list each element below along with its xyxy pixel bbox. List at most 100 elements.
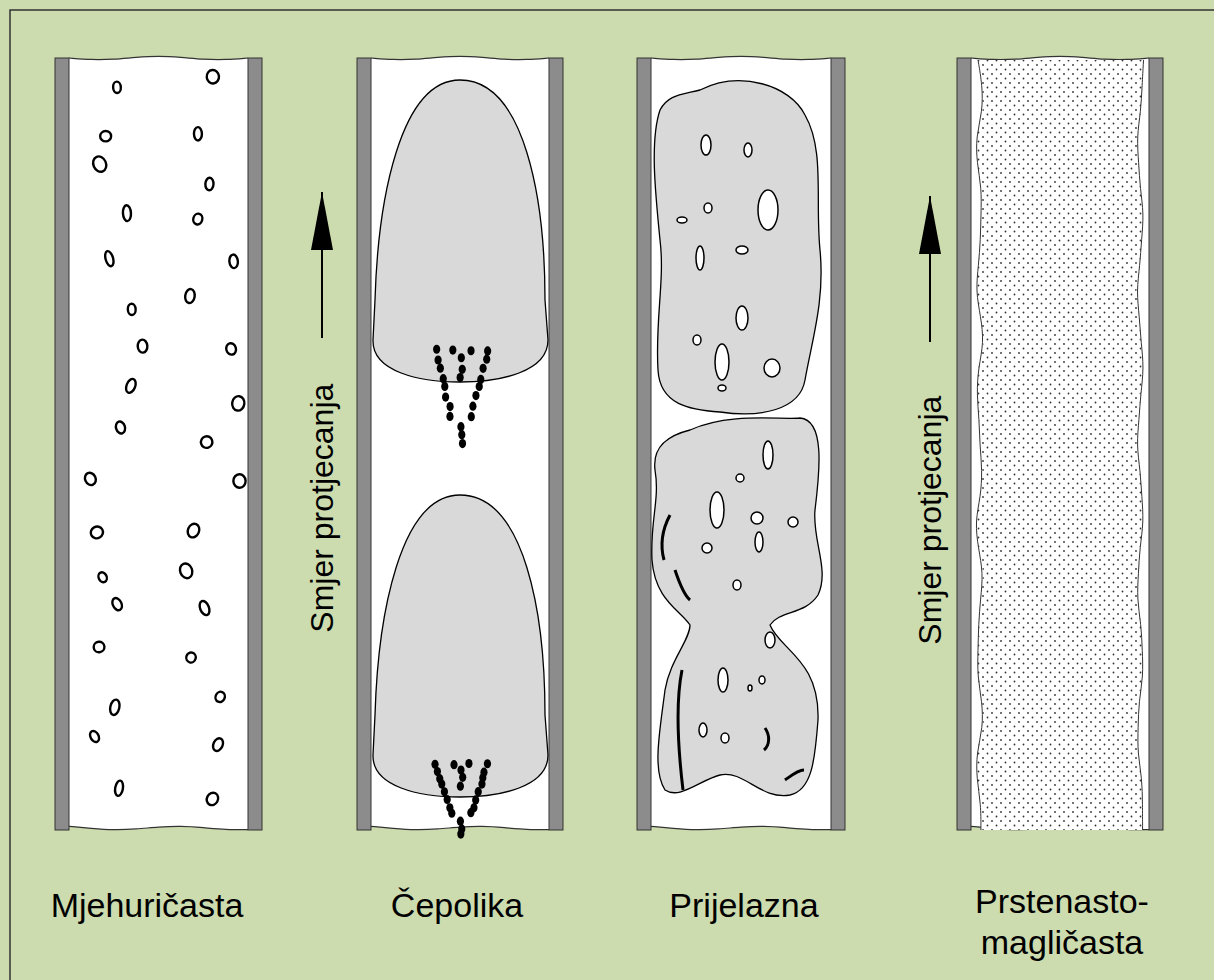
gas-bubble xyxy=(114,780,124,796)
wake-bubble xyxy=(457,817,464,826)
gas-bubble xyxy=(83,471,98,487)
gas-bubble xyxy=(214,690,227,703)
liquid-pocket xyxy=(721,733,729,743)
pipe-wall xyxy=(637,58,651,830)
wake-bubble xyxy=(442,392,449,401)
flow-direction-label: Smjer protjecanja xyxy=(911,395,949,644)
wake-bubble xyxy=(472,391,479,400)
liquid-pocket xyxy=(764,359,780,377)
gas-bubble xyxy=(113,81,121,93)
liquid-pocket xyxy=(693,335,701,345)
gas-bubble xyxy=(185,651,197,663)
pipe-break-line xyxy=(651,826,831,829)
wake-bubble xyxy=(467,808,474,817)
pipe-break-line xyxy=(371,56,549,59)
liquid-streak xyxy=(675,570,690,600)
gas-bubble xyxy=(122,205,131,221)
wake-bubble xyxy=(458,353,465,362)
liquid-pocket xyxy=(736,474,744,482)
liquid-streak xyxy=(785,770,804,780)
gas-bubble xyxy=(137,339,147,353)
pipe-interior xyxy=(69,56,248,830)
pipe-break-line xyxy=(651,56,831,59)
gas-bubble xyxy=(114,420,126,434)
liquid-film-edge xyxy=(1138,60,1144,830)
gas-bubble xyxy=(89,524,105,540)
gas-bubble xyxy=(109,699,121,716)
gas-bubble xyxy=(88,729,101,743)
pipe-break-line xyxy=(69,56,248,59)
wake-bubble xyxy=(484,759,491,768)
liquid-pocket xyxy=(677,217,687,223)
pipe-interior xyxy=(651,56,831,830)
liquid-pocket xyxy=(748,685,752,691)
wake-bubble xyxy=(457,829,464,838)
liquid-pocket xyxy=(699,723,707,737)
churn-gas-mass xyxy=(652,418,822,796)
gas-bubble xyxy=(93,641,105,653)
gas-bubble xyxy=(206,69,219,84)
droplet-core xyxy=(975,60,1144,830)
wake-bubble xyxy=(483,355,490,364)
arrow-head xyxy=(919,196,941,254)
pipe-wall xyxy=(831,58,845,830)
wake-bubble xyxy=(459,365,466,374)
pipe-interior xyxy=(971,56,1149,830)
pipe-wall xyxy=(549,58,563,830)
liquid-streak xyxy=(678,670,683,790)
liquid-pocket xyxy=(736,306,748,330)
wake-bubble xyxy=(457,373,464,382)
wake-bubble xyxy=(476,382,483,391)
liquid-pocket xyxy=(763,441,773,469)
wake-bubble xyxy=(472,795,479,804)
liquid-streak xyxy=(662,515,670,560)
regime-label: Čepolika xyxy=(327,885,587,926)
pipe-wall xyxy=(55,58,69,830)
gas-bubble xyxy=(205,791,221,807)
gas-bubble xyxy=(104,250,115,267)
frame xyxy=(10,10,1214,980)
wake-bubble xyxy=(457,782,464,791)
gas-bubble xyxy=(211,737,225,753)
wake-bubble xyxy=(478,779,485,788)
pipe-break-line xyxy=(69,826,248,829)
wake-bubble xyxy=(446,402,453,411)
liquid-pocket xyxy=(755,532,763,552)
wake-bubble xyxy=(459,773,466,782)
gas-bubble xyxy=(186,522,202,539)
liquid-pocket xyxy=(718,668,728,692)
liquid-pocket xyxy=(696,246,704,270)
liquid-streak xyxy=(764,728,769,750)
liquid-pocket xyxy=(701,135,711,155)
liquid-pocket xyxy=(736,246,748,254)
pipe-interior xyxy=(371,56,549,830)
pipe-wall xyxy=(1149,58,1163,830)
wake-bubble xyxy=(469,402,476,411)
gas-bubble xyxy=(199,434,214,450)
liquid-pocket xyxy=(758,190,778,230)
wake-bubble xyxy=(441,382,448,391)
regime-label: Prstenasto-magličasta xyxy=(942,881,1182,963)
gas-bubble xyxy=(110,596,123,611)
annular-flow xyxy=(975,60,1144,830)
regime-label: Prijelazna xyxy=(614,885,874,926)
liquid-pocket xyxy=(759,676,765,684)
pipe-break-line xyxy=(971,56,1149,59)
liquid-pocket xyxy=(710,492,724,528)
slug-flow xyxy=(373,80,548,839)
wake-bubble xyxy=(468,412,475,421)
bubble-flow xyxy=(83,69,246,807)
churn-flow xyxy=(652,81,822,796)
liquid-pocket xyxy=(765,632,775,648)
gas-bubble xyxy=(91,154,109,173)
liquid-pocket xyxy=(733,580,741,590)
gas-bubble xyxy=(192,213,204,226)
liquid-pocket xyxy=(718,385,726,391)
wake-bubble xyxy=(450,760,457,769)
wake-bubble xyxy=(467,346,474,355)
liquid-pocket xyxy=(744,143,752,157)
gas-bubble xyxy=(128,303,136,315)
wake-bubble xyxy=(459,439,466,448)
